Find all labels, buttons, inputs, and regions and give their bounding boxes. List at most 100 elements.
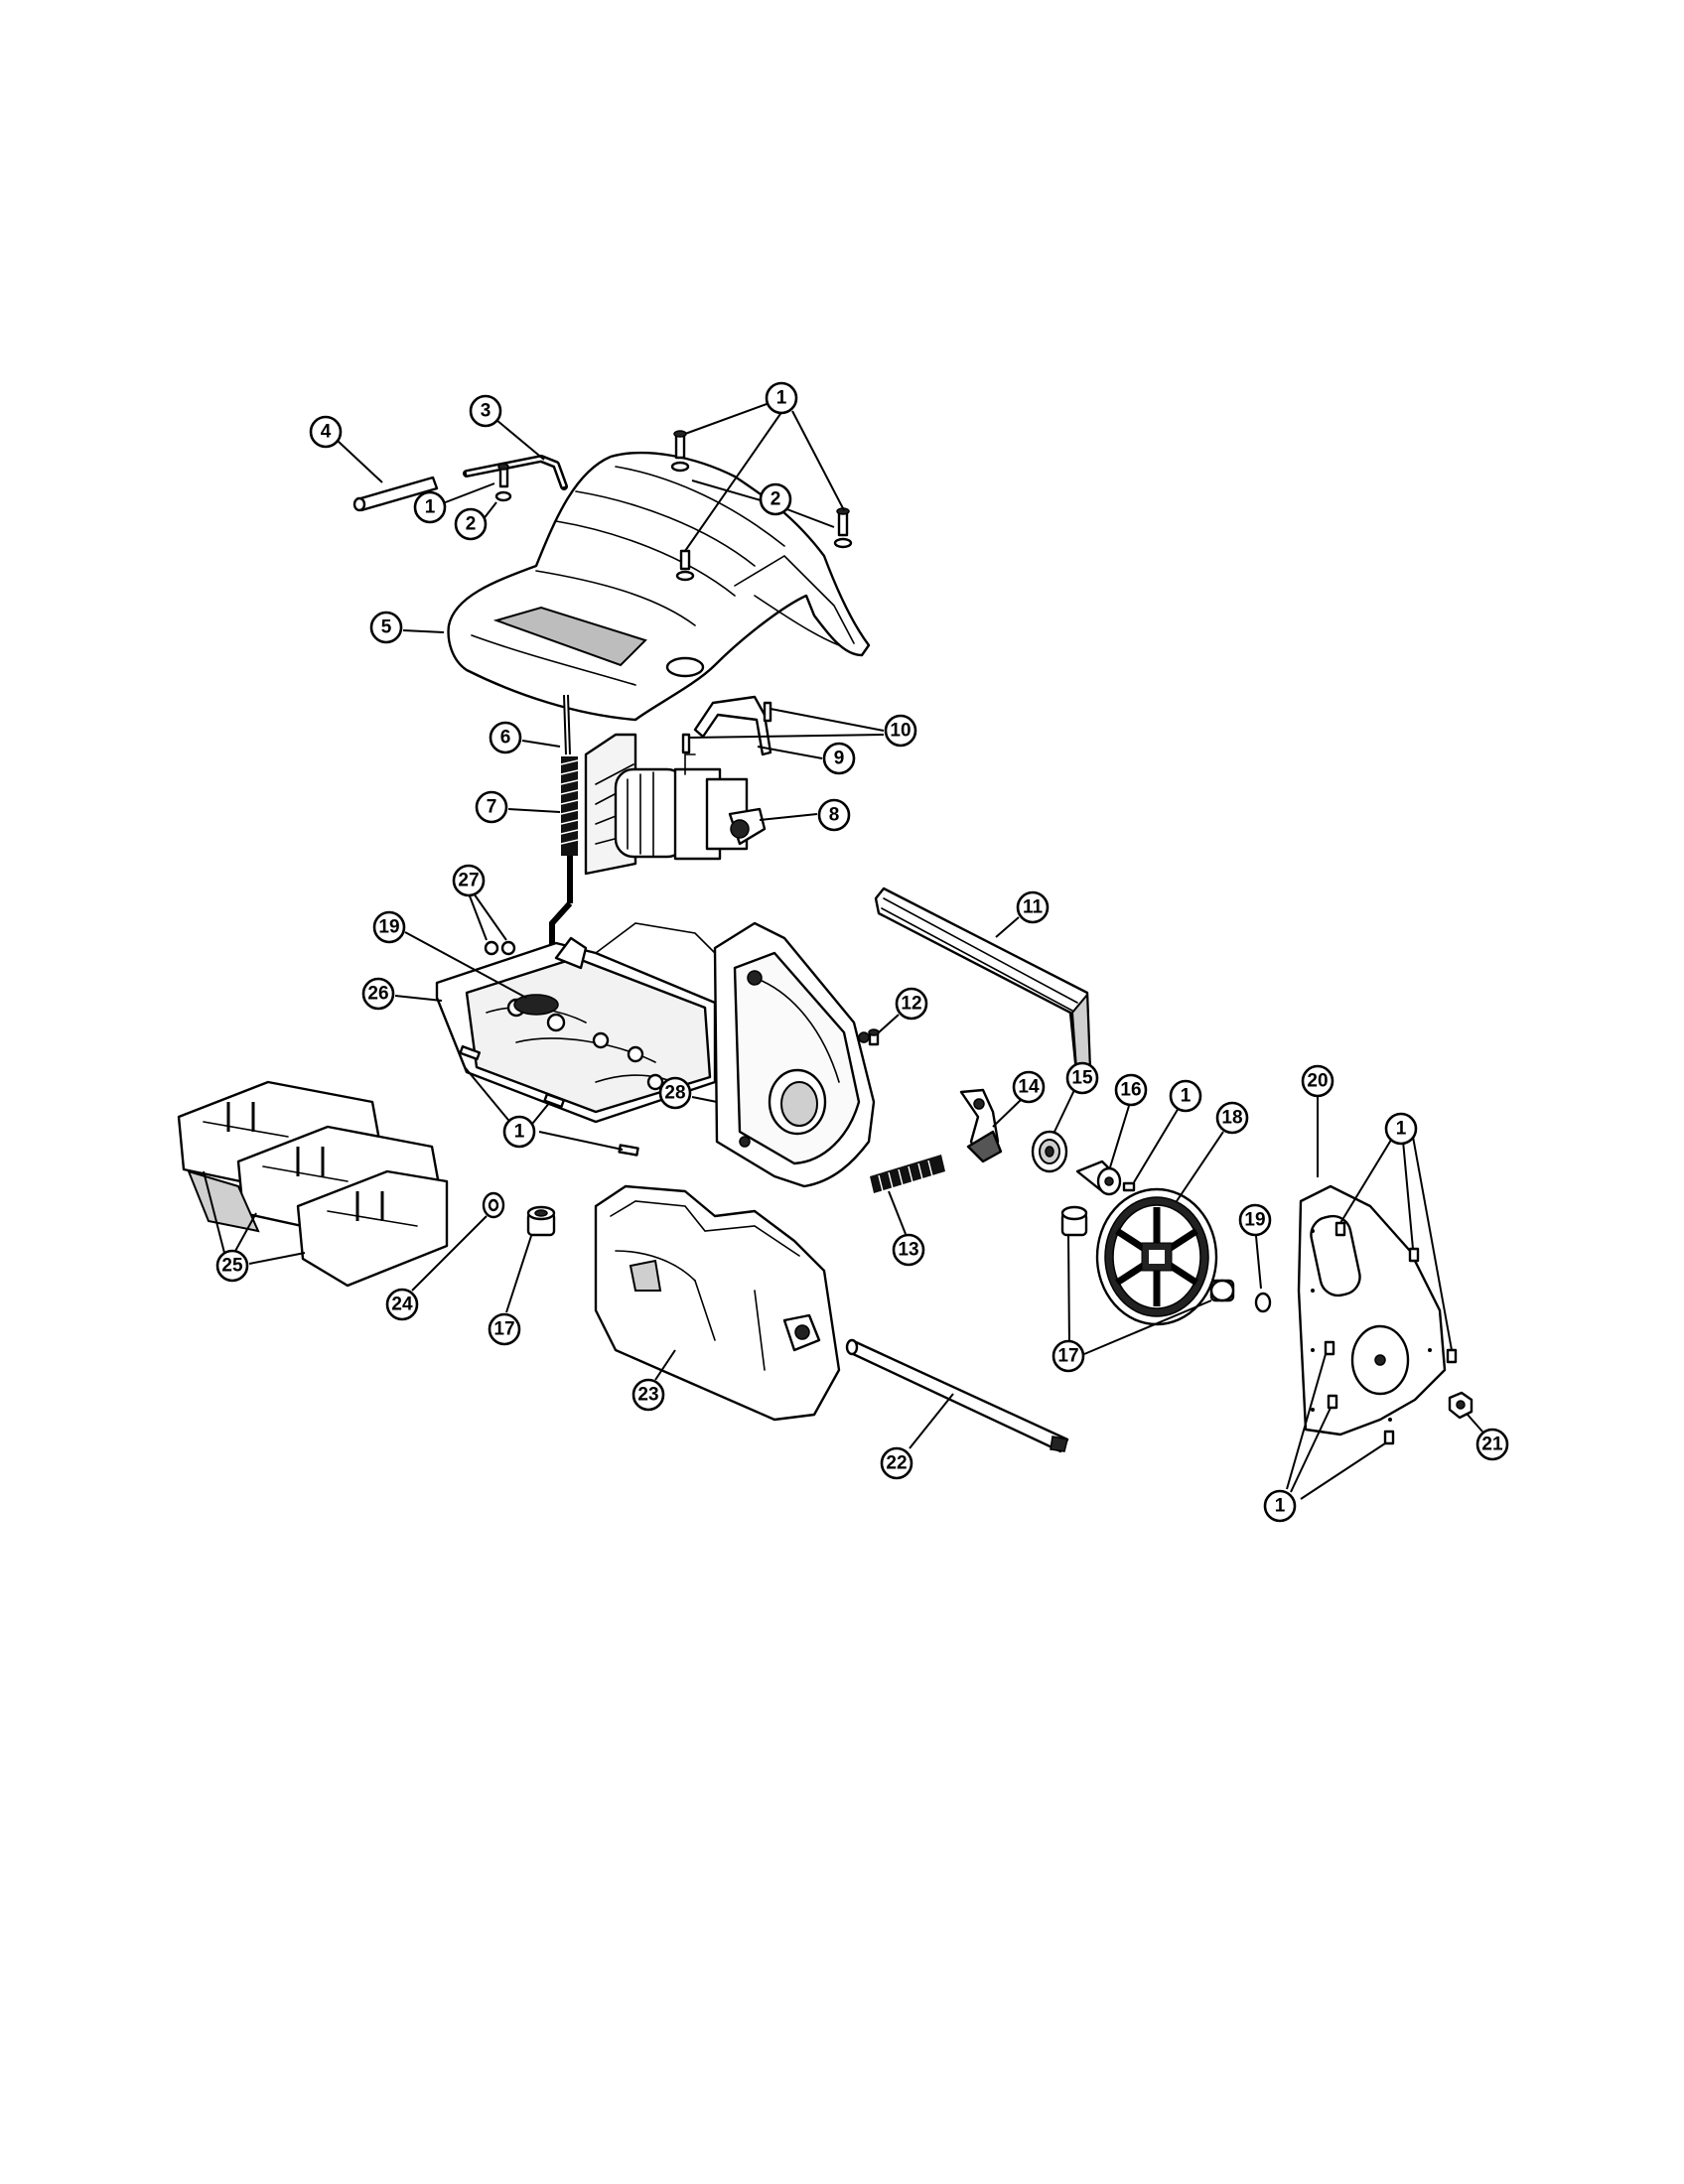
callout-1-plate-bottom: 1 — [1263, 1489, 1297, 1523]
callout-1-top: 1 — [765, 381, 798, 415]
part-9-bracket — [693, 695, 772, 756]
part-15-bearing — [1031, 1130, 1068, 1173]
callout-1-middle: 1 — [502, 1115, 536, 1149]
svg-text:15: 15 — [1071, 1068, 1093, 1089]
callout-6: 6 — [489, 721, 522, 754]
part-4-pin — [352, 476, 439, 512]
svg-text:25: 25 — [221, 1256, 243, 1277]
svg-text:20: 20 — [1307, 1071, 1328, 1092]
part-21-nut — [1448, 1391, 1474, 1420]
part-14-lever — [959, 1088, 1003, 1163]
svg-text:24: 24 — [391, 1295, 413, 1315]
svg-text:17: 17 — [493, 1319, 514, 1340]
callout-23: 23 — [632, 1378, 665, 1412]
svg-text:19: 19 — [1244, 1210, 1265, 1231]
callout-8: 8 — [817, 798, 851, 832]
part-20-side-plate — [1297, 1184, 1458, 1445]
callout-20: 20 — [1301, 1064, 1334, 1098]
part-23-auger-housing — [594, 1184, 841, 1422]
callout-1-right: 1 — [1169, 1079, 1202, 1113]
leader-lines — [203, 399, 1483, 1500]
part-18-pulley — [1095, 1187, 1218, 1326]
part-1-screw-cover-b — [833, 507, 853, 549]
callout-21: 21 — [1475, 1428, 1509, 1461]
part-10-screws — [681, 701, 772, 754]
part-12-screw — [868, 1028, 880, 1046]
part-7-spring — [560, 756, 579, 856]
part-25-paddles — [177, 1080, 449, 1288]
part-19-washer-right — [1254, 1292, 1272, 1313]
part-1-screws-lower — [459, 1044, 639, 1157]
callout-26: 26 — [361, 977, 395, 1011]
callout-2-top: 2 — [759, 482, 792, 516]
part-28-side-housing — [713, 921, 876, 1188]
callout-24: 24 — [385, 1288, 419, 1321]
svg-text:16: 16 — [1120, 1080, 1141, 1101]
callout-11: 11 — [1016, 890, 1050, 924]
callout-22: 22 — [880, 1446, 913, 1480]
svg-text:1: 1 — [1181, 1086, 1192, 1107]
part-5-top-cover — [447, 451, 871, 722]
callout-18: 18 — [1215, 1101, 1249, 1135]
svg-text:7: 7 — [487, 797, 497, 818]
callout-27: 27 — [452, 864, 486, 897]
svg-text:6: 6 — [500, 728, 511, 749]
callout-13: 13 — [892, 1233, 925, 1267]
callout-28: 28 — [658, 1076, 692, 1110]
part-17-bushing-upper — [1060, 1205, 1088, 1237]
svg-text:1: 1 — [1275, 1496, 1286, 1517]
svg-text:1: 1 — [425, 497, 436, 518]
callout-19-left: 19 — [372, 910, 406, 944]
callouts: 1 1 1 1 1 1 2 2 3 4 5 6 7 8 9 10 11 12 1… — [215, 381, 1509, 1523]
part-3-handle-rod — [463, 455, 568, 490]
svg-text:22: 22 — [886, 1453, 907, 1474]
svg-text:19: 19 — [378, 917, 399, 938]
callout-5: 5 — [369, 611, 403, 644]
svg-text:2: 2 — [466, 514, 477, 535]
callout-1-left: 1 — [413, 490, 447, 524]
svg-text:9: 9 — [834, 749, 845, 769]
svg-text:1: 1 — [1396, 1119, 1407, 1140]
callout-4: 4 — [309, 415, 343, 449]
callout-10: 10 — [884, 714, 917, 748]
callout-2-left: 2 — [454, 507, 488, 541]
svg-text:5: 5 — [381, 617, 392, 638]
svg-text:13: 13 — [898, 1240, 918, 1261]
part-6-rod — [549, 694, 573, 948]
callout-3: 3 — [469, 394, 502, 428]
svg-text:4: 4 — [321, 422, 332, 443]
svg-text:1: 1 — [776, 388, 787, 409]
callout-19-right: 19 — [1238, 1203, 1272, 1237]
svg-text:27: 27 — [458, 871, 479, 891]
part-17-bushing-lower — [1209, 1279, 1235, 1302]
svg-text:23: 23 — [637, 1385, 658, 1406]
callout-16: 16 — [1114, 1073, 1148, 1107]
part-8-motor — [584, 733, 767, 876]
part-1-screw-top-left — [494, 463, 512, 502]
svg-text:18: 18 — [1221, 1108, 1242, 1129]
part-22-axle — [845, 1338, 1069, 1453]
callout-15: 15 — [1065, 1061, 1099, 1095]
part-1-screw-right — [1122, 1181, 1136, 1192]
part-13-spring — [870, 1155, 945, 1193]
parts-artwork — [177, 430, 1474, 1453]
part-17-bushing-left — [526, 1205, 556, 1237]
callout-14: 14 — [1012, 1070, 1046, 1104]
svg-text:8: 8 — [829, 805, 840, 826]
callout-7: 7 — [475, 790, 508, 824]
callout-17-right: 17 — [1052, 1339, 1085, 1373]
svg-text:14: 14 — [1018, 1077, 1040, 1098]
part-1-screw-cover-a — [670, 430, 690, 473]
part-11-scraper-bar — [874, 887, 1092, 1084]
part-16-hub — [1075, 1160, 1122, 1196]
svg-text:2: 2 — [771, 489, 781, 510]
callout-25: 25 — [215, 1249, 249, 1283]
svg-text:17: 17 — [1057, 1346, 1078, 1367]
part-24-washer — [482, 1191, 505, 1219]
callout-17-left: 17 — [488, 1312, 521, 1346]
svg-text:21: 21 — [1481, 1434, 1503, 1455]
svg-text:3: 3 — [481, 401, 491, 422]
svg-text:1: 1 — [514, 1122, 525, 1143]
svg-text:11: 11 — [1023, 897, 1044, 918]
